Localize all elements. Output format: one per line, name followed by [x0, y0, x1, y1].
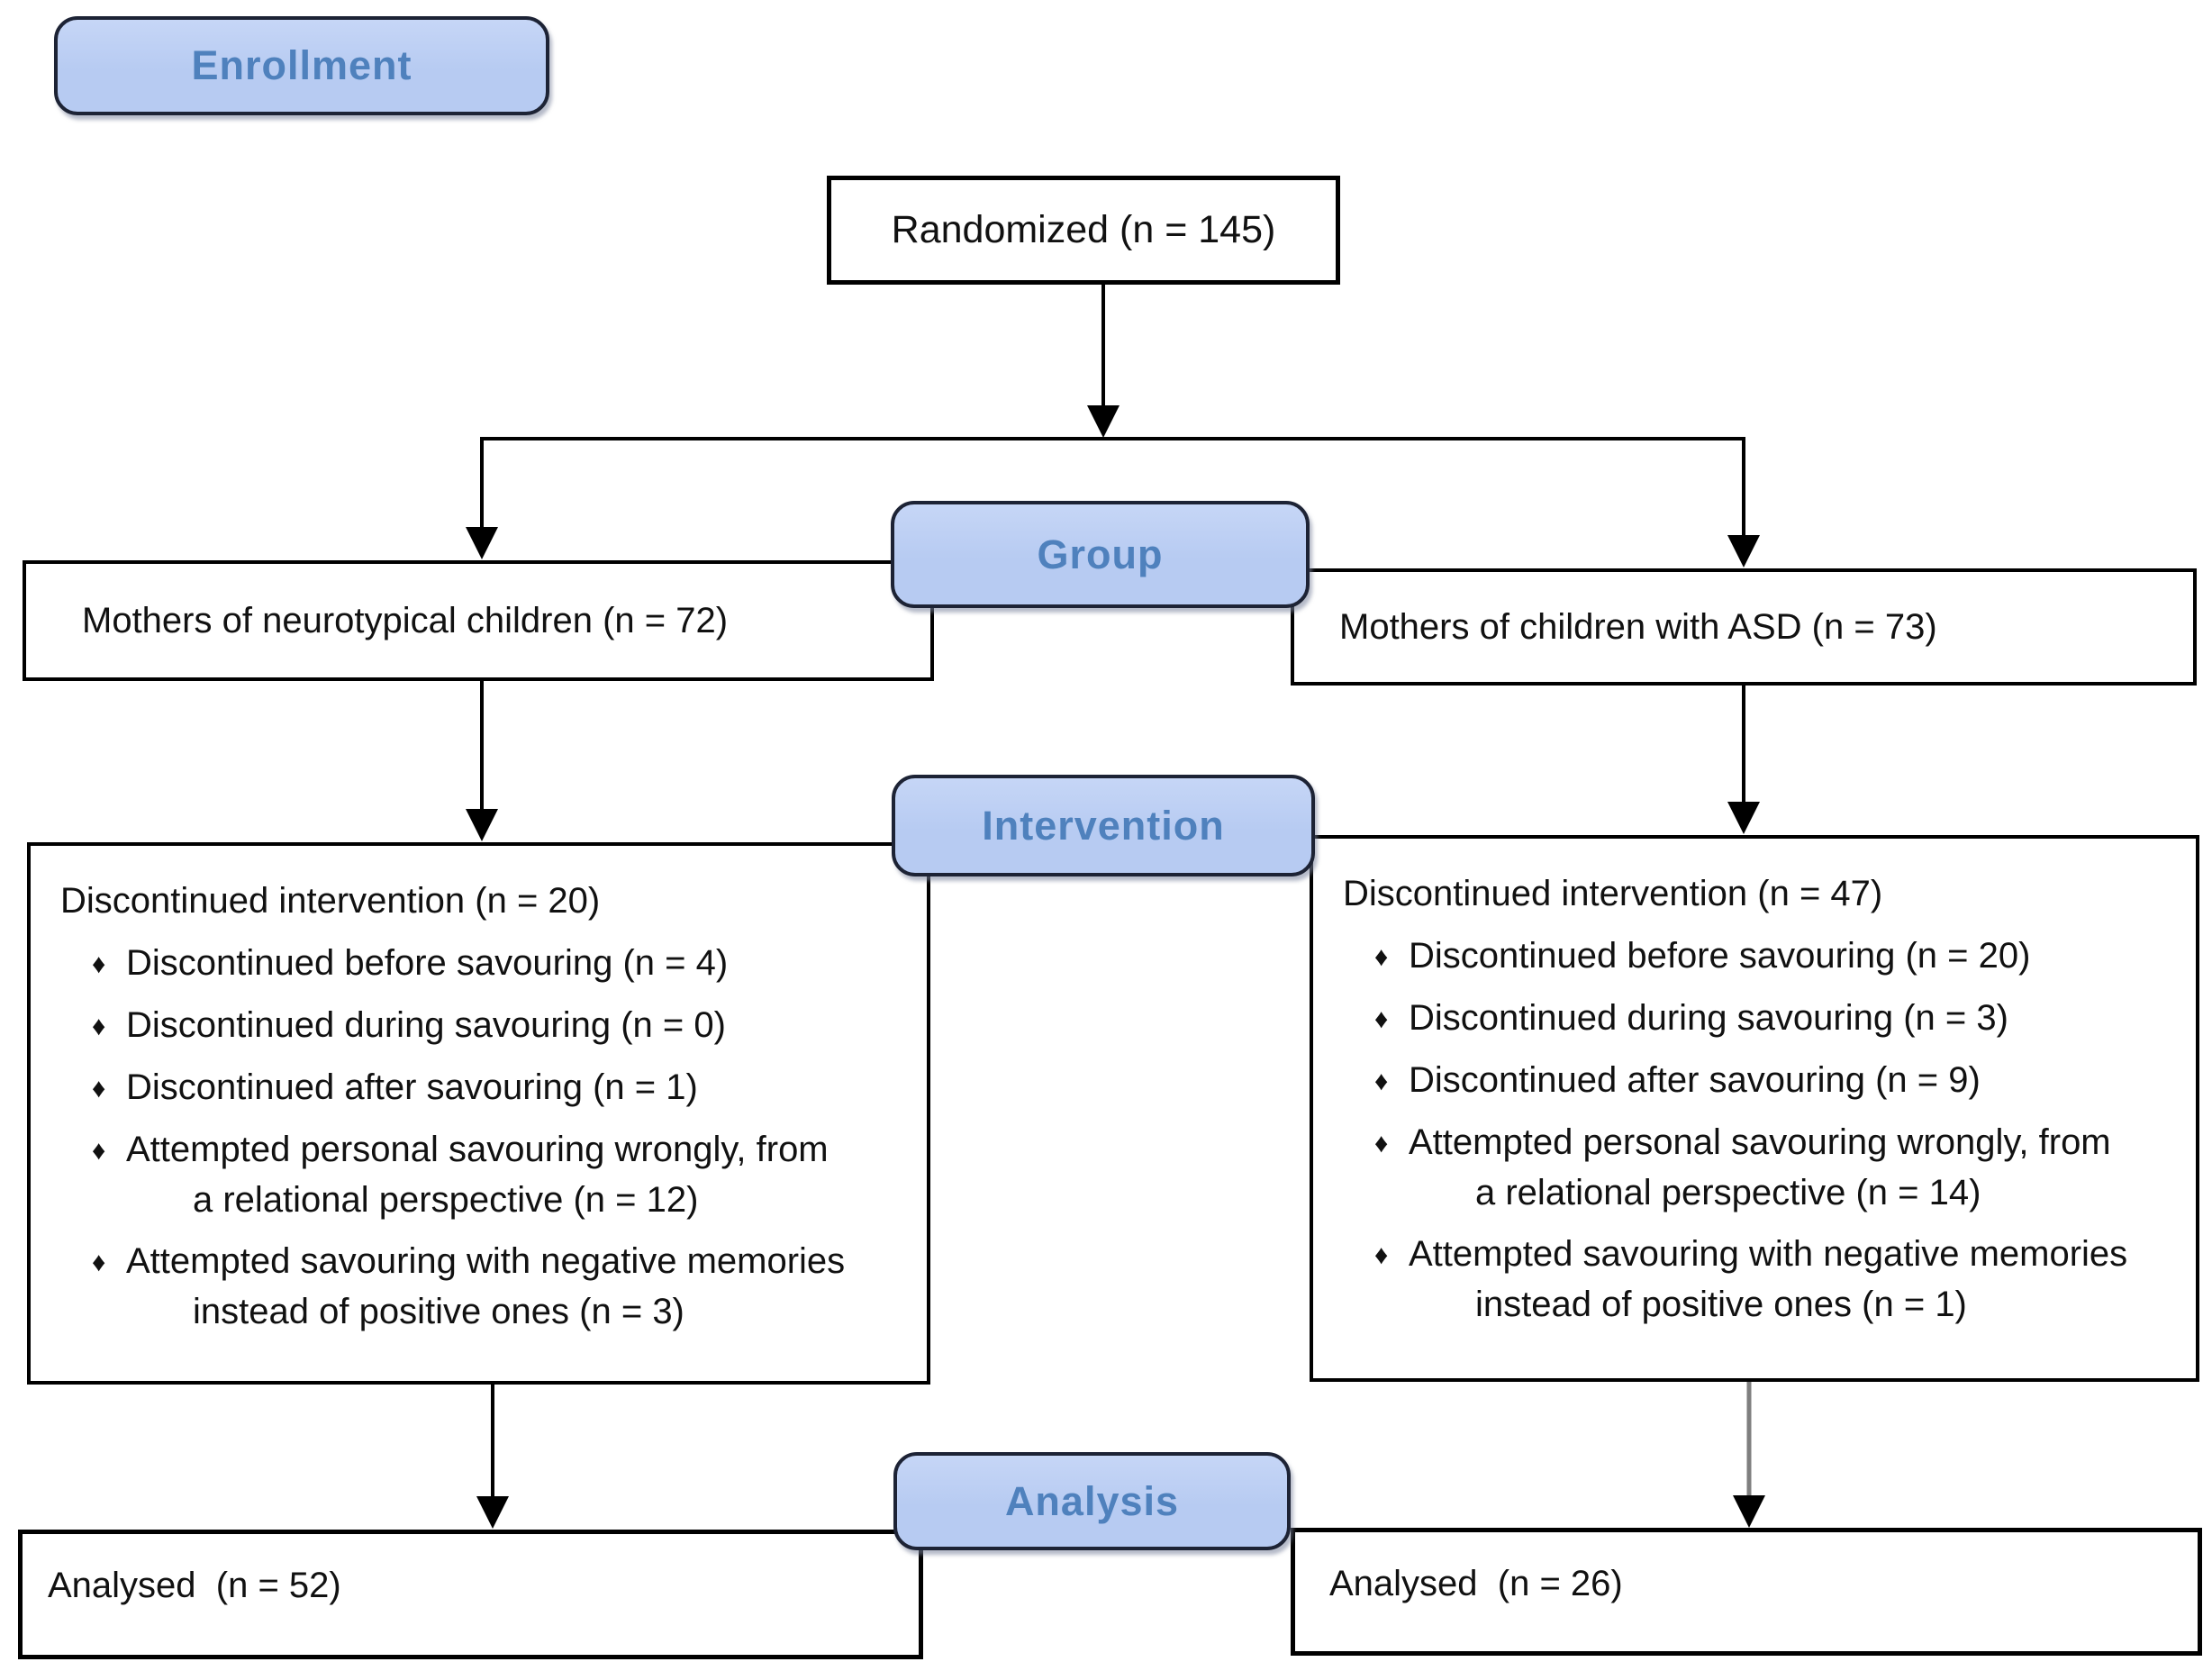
list-item-text: Discontinued after savouring (n = 9): [1409, 1060, 1981, 1100]
list-item-text-line2: instead of positive ones (n = 1): [1475, 1285, 1967, 1324]
bullet-diamond-icon: ♦: [92, 1012, 106, 1041]
intervention-right-list: ♦Discontinued before savouring (n = 20) …: [1343, 931, 2181, 1330]
intervention-right-title: Discontinued intervention (n = 47): [1343, 874, 1883, 913]
list-item-text: Discontinued after savouring (n = 1): [126, 1067, 698, 1107]
list-item-text: Attempted personal savouring wrongly, fr…: [126, 1130, 829, 1169]
list-item-text-line2: a relational perspective (n = 12): [193, 1180, 699, 1220]
bullet-diamond-icon: ♦: [1374, 1067, 1389, 1096]
arrowhead-randomized: [1087, 405, 1120, 438]
arrowhead-right-group: [1727, 535, 1760, 568]
list-item-text: Discontinued before savouring (n = 20): [1409, 936, 2031, 976]
list-item: ♦ Attempted savouring with negative memor…: [60, 1237, 912, 1337]
list-item-text: Discontinued before savouring (n = 4): [126, 943, 729, 983]
intervention-left-box: Discontinued intervention (n = 20) ♦ Disc…: [27, 842, 930, 1385]
bullet-diamond-icon: ♦: [1374, 1129, 1389, 1158]
list-item: ♦ Discontinued before savouring (n = 20): [1343, 931, 2181, 982]
list-item: ♦ Discontinued during savouring (n = 0): [60, 1001, 912, 1051]
randomized-box: Randomized (n = 145): [827, 176, 1340, 285]
list-item: ♦ Discontinued during savouring (n = 3): [1343, 994, 2181, 1044]
bullet-diamond-icon: ♦: [92, 1136, 106, 1166]
stage-intervention-badge: Intervention: [892, 775, 1315, 876]
list-item-text: Attempted personal savouring wrongly, fr…: [1409, 1122, 2111, 1162]
list-item: ♦ Discontinued after savouring (n = 1): [60, 1063, 912, 1113]
arrowhead-left-analysed: [476, 1496, 509, 1529]
arrowhead-right-intervention: [1727, 802, 1760, 834]
bullet-diamond-icon: ♦: [92, 1074, 106, 1103]
intervention-left-title: Discontinued intervention (n = 20): [60, 881, 601, 921]
list-item-text: Discontinued during savouring (n = 3): [1409, 998, 2008, 1038]
list-item-text-line2: a relational perspective (n = 14): [1475, 1173, 1981, 1212]
list-item: ♦ Discontinued after savouring (n = 9): [1343, 1056, 2181, 1106]
analysed-right-box: Analysed (n = 26): [1291, 1528, 2202, 1656]
list-item-text-line2: instead of positive ones (n = 3): [193, 1292, 684, 1331]
list-item-text: Discontinued during savouring (n = 0): [126, 1005, 726, 1045]
arrowhead-left-intervention: [466, 809, 498, 841]
arrowhead-left-group: [466, 527, 498, 559]
group-left-box: Mothers of neurotypical children (n = 72…: [23, 560, 934, 681]
list-item: ♦ Attempted personal savouring wrongly, f…: [1343, 1118, 2181, 1218]
intervention-left-list: ♦ Discontinued before savouring (n = 4) ♦…: [60, 939, 912, 1337]
bullet-diamond-icon: ♦: [92, 949, 106, 979]
stage-enrollment-badge: Enrollment: [54, 16, 549, 115]
intervention-right-box: Discontinued intervention (n = 47) ♦ Disc…: [1310, 835, 2199, 1382]
list-item: ♦ Attempted savouring with negative memor…: [1343, 1230, 2181, 1330]
bullet-diamond-icon: ♦: [92, 1248, 106, 1277]
list-item: ♦ Discontinued before savouring (n = 4): [60, 939, 912, 989]
analysed-left-box: Analysed (n = 52): [18, 1530, 923, 1659]
list-item-text: Attempted savouring with negative memori…: [126, 1241, 846, 1281]
group-right-box: Mothers of children with ASD (n = 73): [1291, 568, 2197, 686]
bullet-diamond-icon: ♦: [1374, 942, 1389, 972]
bullet-diamond-icon: ♦: [1374, 1004, 1389, 1034]
stage-group-badge: Group: [891, 501, 1310, 608]
arrowhead-right-analysed: [1733, 1495, 1765, 1528]
list-item: ♦ Attempted personal savouring wrongly, f…: [60, 1125, 912, 1225]
stage-analysis-badge: Analysis: [893, 1452, 1291, 1550]
bullet-diamond-icon: ♦: [1374, 1240, 1389, 1270]
list-item-text: Attempted savouring with negative memori…: [1409, 1234, 2128, 1274]
